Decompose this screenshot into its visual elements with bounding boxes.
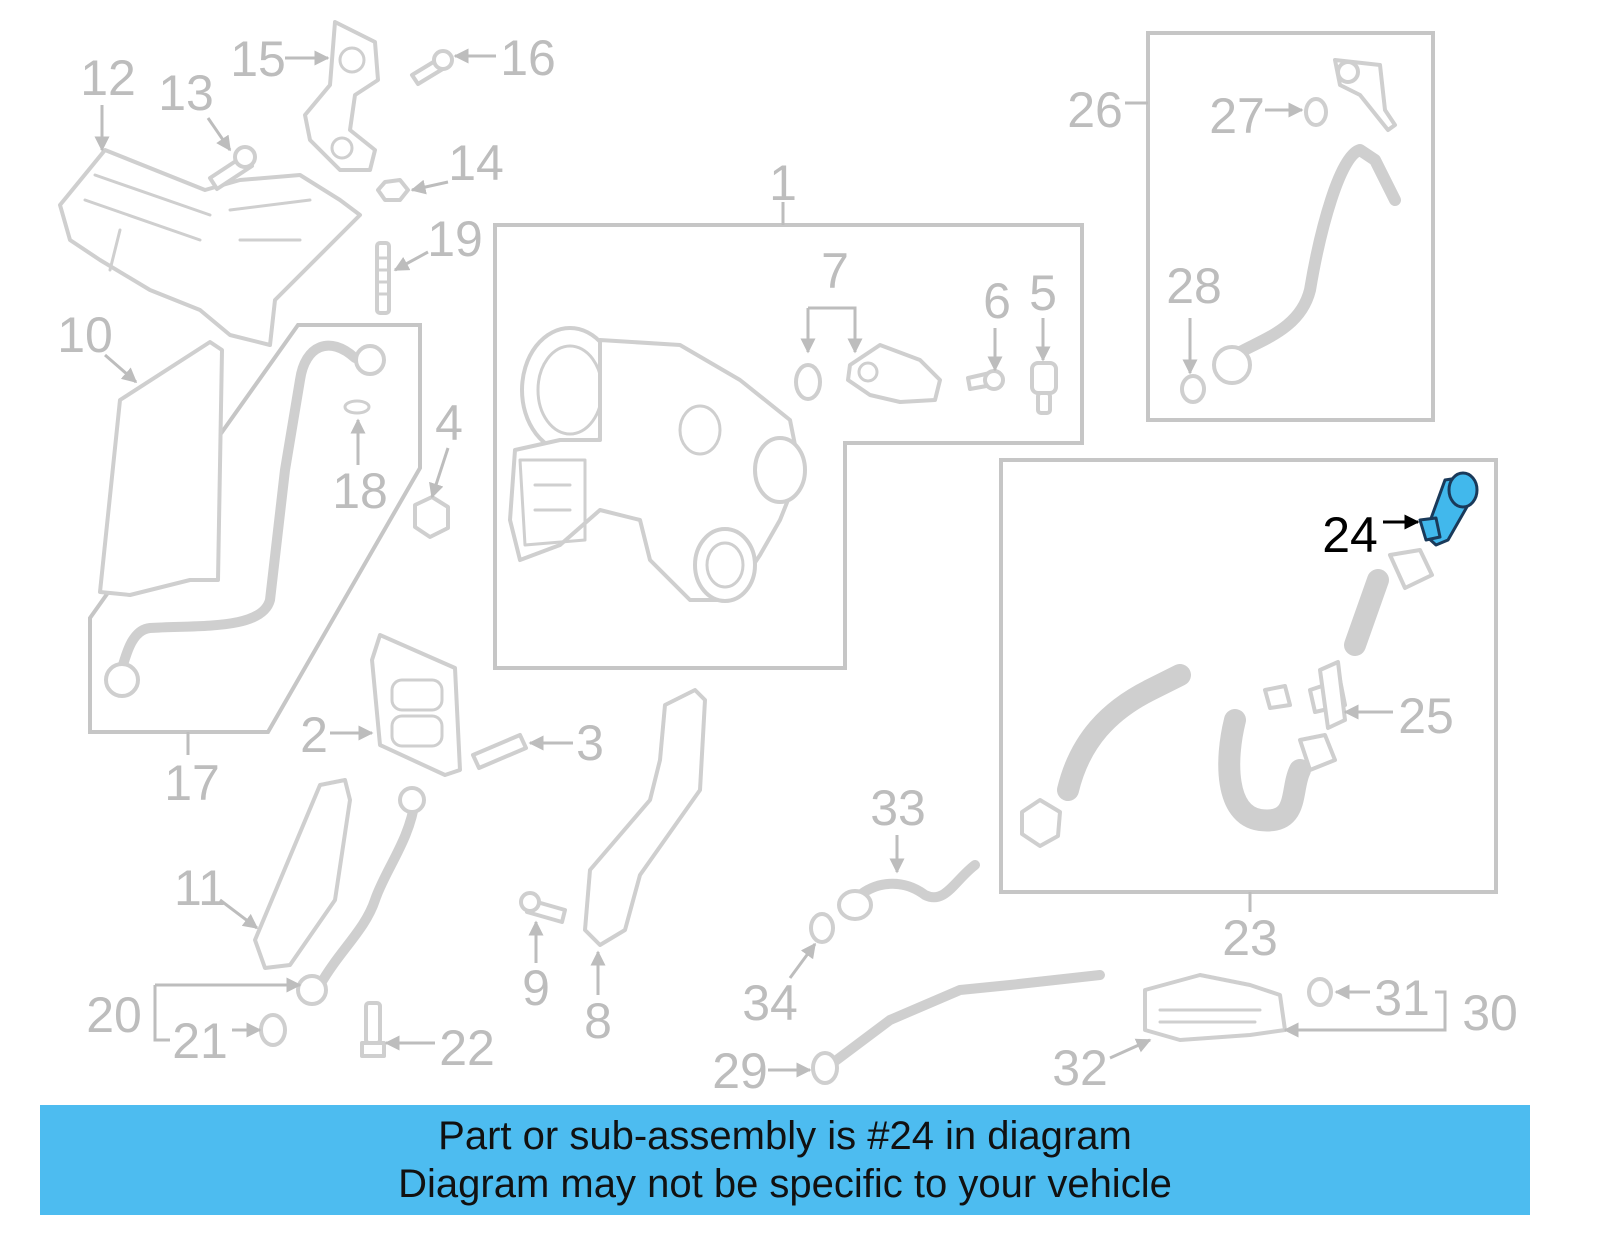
callout-16: 16 [500,30,556,86]
callout-labels: 1 2 3 4 5 6 7 8 9 10 11 12 13 14 15 16 1… [57,30,1518,1099]
oil-line-17-part [104,340,386,698]
callout-22: 22 [439,1020,495,1076]
washer-21-part [259,1013,287,1047]
bolt-9-part [519,891,567,924]
callout-20: 20 [86,987,142,1043]
oil-line-26-part [1180,58,1401,404]
pipe-33-part [837,860,980,921]
leader-lines [94,48,1447,1078]
callout-30: 30 [1462,985,1518,1041]
callout-31: 31 [1374,970,1430,1026]
callout-34: 34 [742,975,798,1031]
box-turbocharger-assembly [493,223,1084,670]
callout-14: 14 [448,135,504,191]
callout-21: 21 [172,1013,228,1069]
callout-28: 28 [1166,258,1222,314]
gasket-14-part [376,178,410,202]
stud-19-part [375,241,391,315]
turbocharger-part [508,326,807,603]
washer-34-part [809,912,835,944]
heat-shield-10-part [98,340,224,597]
box-oil-line-17 [88,323,422,734]
callout-4: 4 [435,395,463,451]
callout-15: 15 [230,31,286,87]
callout-27: 27 [1209,88,1265,144]
callout-13: 13 [158,65,214,121]
callout-23: 23 [1222,910,1278,966]
callout-26: 26 [1067,82,1123,138]
washer-31-part [1307,977,1333,1007]
callout-10: 10 [57,307,113,363]
bracket-15-part [303,20,380,172]
callout-24: 24 [1322,507,1378,563]
callout-6: 6 [983,273,1011,329]
bolt-6-part [966,369,1005,391]
bracket-8-part [583,688,707,947]
callout-8: 8 [584,993,612,1049]
box-oil-line-26 [1146,31,1435,422]
tee-25-part [1308,660,1347,730]
highlight-info-banner: Part or sub-assembly is #24 in diagram D… [40,1105,1530,1215]
callout-29: 29 [712,1043,768,1099]
callout-17: 17 [164,755,220,811]
valve-5-part [1030,361,1058,415]
callout-2: 2 [300,707,328,763]
bolt-16-part [410,49,454,86]
gasket-2-part [370,633,462,777]
hoses-23-part [1020,548,1434,848]
callout-1: 1 [769,155,797,211]
banner-line-1: Part or sub-assembly is #24 in diagram [438,1114,1132,1158]
callout-33: 33 [870,780,926,836]
oil-pipe-20-part [296,786,426,1006]
callout-19: 19 [427,211,483,267]
actuator-7-part [794,343,942,404]
callout-3: 3 [576,715,604,771]
bolt-13-part [208,145,257,191]
callout-7: 7 [821,243,849,299]
fitting-24-part-highlighted [1418,471,1479,547]
stud-3-part [471,733,528,770]
bolt-22-part [360,1001,386,1058]
callout-32: 32 [1052,1040,1108,1096]
callout-5: 5 [1029,265,1057,321]
callout-9: 9 [522,960,550,1016]
callout-18: 18 [332,463,388,519]
shield-11-part [253,778,352,970]
callout-12: 12 [80,50,136,106]
banner-line-2: Diagram may not be specific to your vehi… [398,1162,1172,1206]
nut-4-part [413,495,450,539]
callout-11: 11 [174,860,226,916]
pipe-29-part [811,970,1105,1085]
pipe-32-part [1143,973,1287,1042]
callout-25: 25 [1398,688,1454,744]
